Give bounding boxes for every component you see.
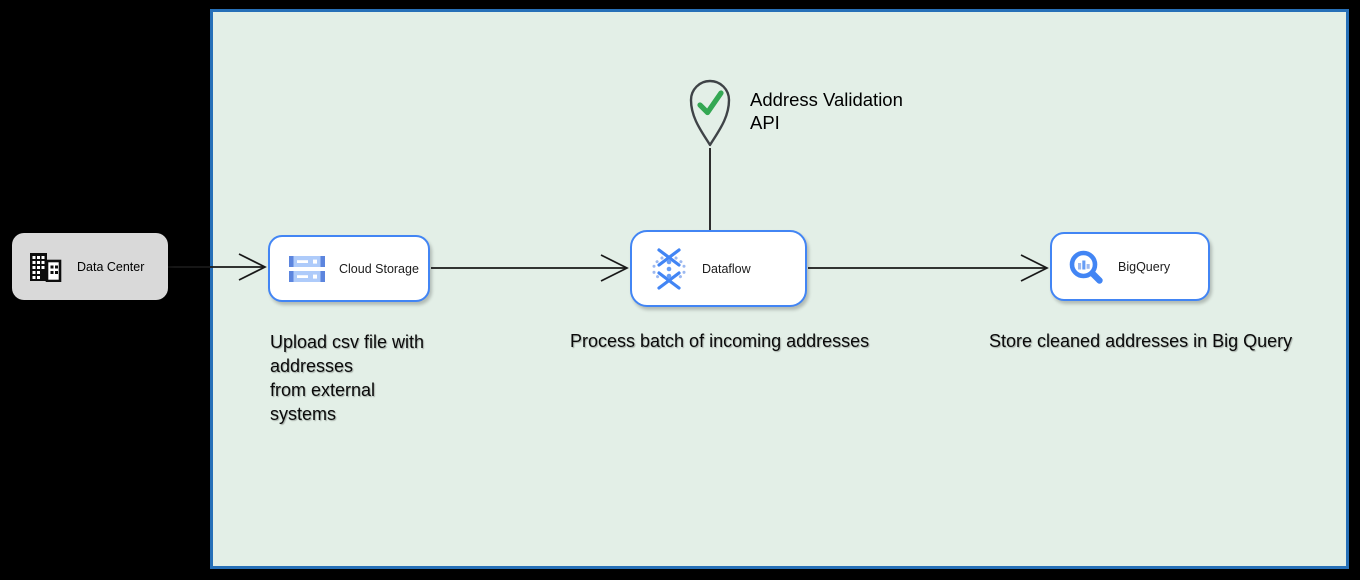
caption-upload-csv: Upload csv file with addresses from exte…	[270, 332, 425, 424]
cloud-storage-icon	[289, 255, 325, 282]
node-bigquery-label: BigQuery	[1118, 259, 1171, 274]
dataflow-icon	[652, 247, 686, 290]
node-cloud-storage-label: Cloud Storage	[339, 261, 419, 276]
office-building-icon	[30, 252, 62, 282]
node-dataflow-label: Dataflow	[702, 261, 751, 276]
node-data-center-label: Data Center	[77, 259, 145, 274]
node-dataflow: Dataflow	[630, 230, 807, 307]
node-data-center: Data Center	[12, 233, 168, 300]
node-cloud-storage: Cloud Storage	[268, 235, 430, 302]
bigquery-icon	[1069, 250, 1103, 284]
caption-process-batch: Process batch of incoming addresses	[570, 331, 870, 351]
caption-store-cleaned: Store cleaned addresses in Big Query	[989, 331, 1293, 351]
node-bigquery: BigQuery	[1050, 232, 1210, 301]
api-marker-label: Address Validation API	[750, 89, 903, 133]
